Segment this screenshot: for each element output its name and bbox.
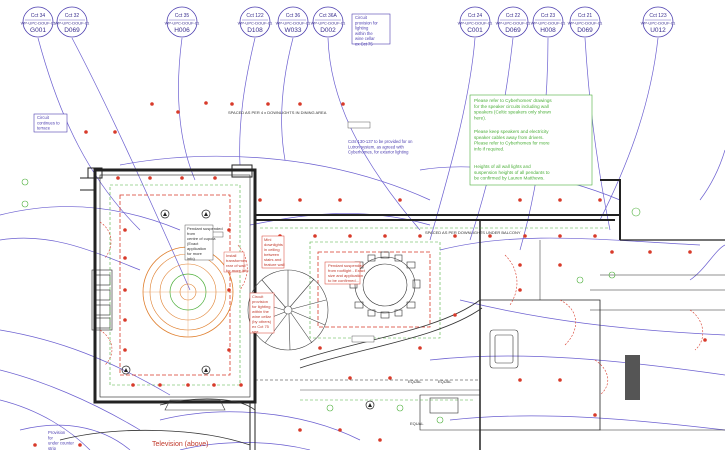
circuit-tag-ref: WP-UPC-DOUF-01 [238,21,273,26]
circuit-tag-ref: WP-UPC-DOUF-01 [165,21,200,26]
curved-walls [59,299,483,446]
circuit-wiring-lines [0,37,725,450]
circuit-tag-code: D108 [247,27,263,34]
label-equal-3: EQUAL [410,421,424,426]
circuit-tag-number: Cct 123 [649,13,666,19]
circuit-tag-number: Cct 34 [31,13,46,19]
circuit-tag-number: Cct 35 [175,13,190,19]
detector-symbols [121,209,375,410]
label-television: Television (above) [152,441,208,448]
circuit-tag-code: W033 [285,27,302,34]
circuit-tag-ref: WP-UPC-DOUF-01 [55,21,90,26]
circuit-tag-ref: WP-UPC-DOUF-01 [21,21,56,26]
small-box-tag-2 [351,335,375,343]
circuit-tag-code: U012 [650,27,666,34]
furniture [164,329,519,414]
circuit-tag-ref: WP-UPC-DOUF-01 [568,21,603,26]
dining-table [349,251,421,319]
circuit-tag-ref: WP-UPC-DOUF-01 [458,21,493,26]
circuit-tag-ref: WP-UPC-DOUF-01 [496,21,531,26]
green-hatch-zones [109,184,610,401]
lighting-zones [119,194,431,376]
circuit-tag-code: D069 [505,27,521,34]
circuit-tag-code: H008 [540,27,556,34]
label-equal-1: EQUAL [408,379,422,384]
circuit-tag-code: D069 [577,27,593,34]
circuit-tag-ref: WP-UPC-DOUF-01 [641,21,676,26]
circuit-tag-number: Cct 36A [319,13,337,19]
circuit-tag-ref: WP-UPC-DOUF-01 [311,21,346,26]
circuit-tag-code: H006 [174,27,190,34]
circuit-tag-code: C001 [467,27,483,34]
circuit-tag-number: Cct 36 [286,13,301,19]
circuit-tag-code: D069 [64,27,80,34]
circuit-tag-ref: WP-UPC-DOUF-01 [276,21,311,26]
note-spaced-dining: SPACED AS PER 4 x DOWNLIGHTS IN DINING A… [228,110,327,115]
small-box-tag-1 [347,121,371,129]
door-swings [99,221,703,396]
circuit-tag-number: Cct 22 [506,13,521,19]
green-fixtures [21,178,641,424]
circuit-tag-number: Cct 32 [65,13,80,19]
circuit-tag-number: Cct 23 [541,13,556,19]
circuit-tag-number: Cct 122 [246,13,263,19]
circuit-tag-number: Cct 24 [468,13,483,19]
label-equal-2: EQUAL [438,379,452,384]
circuit-tag-code: G001 [30,27,46,34]
circuit-tag-ref: WP-UPC-DOUF-01 [531,21,566,26]
circuit-tag-number: Cct 21 [578,13,593,19]
circuit-tag-code: D002 [320,27,336,34]
light-fixtures [33,101,707,447]
note-spaced-balcony: SPACED AS PER DOWNLIGHTS UNDER BALCONY [425,230,521,235]
